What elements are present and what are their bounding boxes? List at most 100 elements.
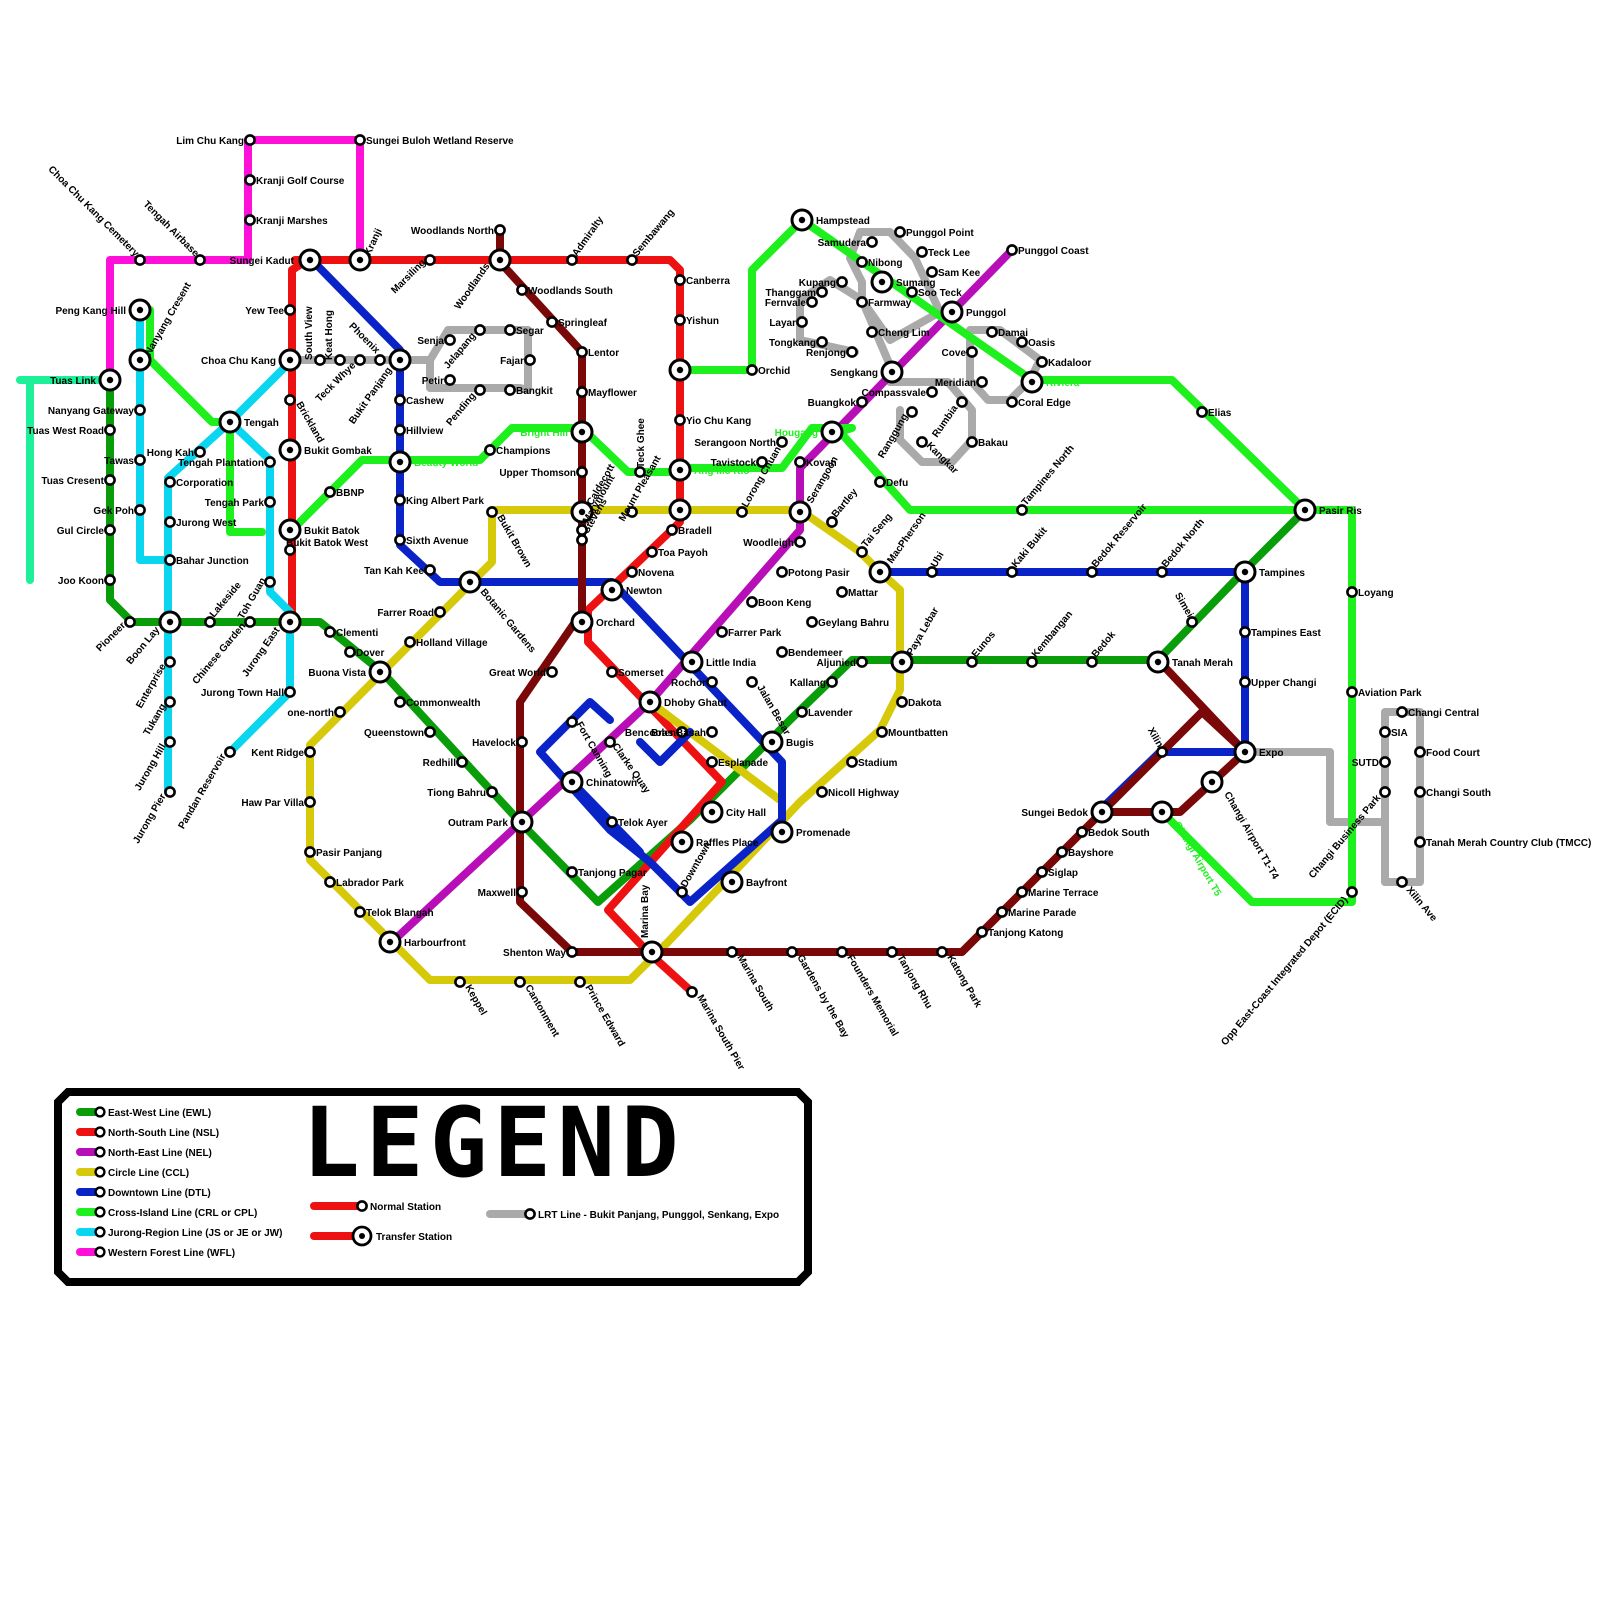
station-nibong[interactable] [857, 257, 866, 266]
station-mayflower[interactable] [577, 387, 586, 396]
station-food-court[interactable] [1415, 747, 1424, 756]
station-springleaf[interactable] [547, 317, 556, 326]
station-soo-teck[interactable] [907, 287, 916, 296]
station-dakota[interactable] [897, 697, 906, 706]
station-sixth-avenue[interactable] [395, 535, 404, 544]
station-bendemeer[interactable] [777, 647, 786, 656]
station-canberra[interactable] [675, 275, 684, 284]
station-fajar[interactable] [525, 355, 534, 364]
station-kupang[interactable] [837, 277, 846, 286]
station-nanyang-gateway[interactable] [135, 405, 144, 414]
station-lavender[interactable] [797, 707, 806, 716]
station-tanah-merah-country-club-tmcc[interactable] [1415, 837, 1424, 846]
station-bukit-brown[interactable] [487, 507, 496, 516]
station-choa-chu-kang-cemetery[interactable] [135, 255, 144, 264]
station-tongkang[interactable] [817, 337, 826, 346]
station-jurong-town-hall[interactable] [285, 687, 294, 696]
station-thanggam[interactable] [817, 287, 826, 296]
station-downtown[interactable] [677, 887, 686, 896]
station-compassvale[interactable] [927, 387, 936, 396]
station-tukang[interactable] [165, 697, 174, 706]
station-coral-edge[interactable] [1007, 397, 1016, 406]
station-samudera[interactable] [867, 237, 876, 246]
station-pasir-panjang[interactable] [305, 847, 314, 856]
station-prince-edward[interactable] [575, 977, 584, 986]
station-lim-chu-kang[interactable] [245, 135, 254, 144]
station-cashew[interactable] [395, 395, 404, 404]
station-redhill[interactable] [457, 757, 466, 766]
station-tampines-north[interactable] [1017, 505, 1026, 514]
station-jurong-pier[interactable] [165, 787, 174, 796]
station-havelock[interactable] [517, 737, 526, 746]
station-marymount[interactable] [577, 525, 586, 534]
station-katong-park[interactable] [937, 947, 946, 956]
station-jurong-hill[interactable] [165, 737, 174, 746]
station-gul-circle[interactable] [105, 525, 114, 534]
station-hong-kah[interactable] [195, 447, 204, 456]
station-phoenix[interactable] [375, 355, 384, 364]
station-tanjong-pagar[interactable] [567, 867, 576, 876]
station-dover[interactable] [345, 647, 354, 656]
station-kaki-bukit[interactable] [1007, 567, 1016, 576]
station-tuas-west-road[interactable] [105, 425, 114, 434]
station-ranggung[interactable] [907, 407, 916, 416]
station-gardens-by-the-bay[interactable] [787, 947, 796, 956]
station-meridian[interactable] [977, 377, 986, 386]
station-upper-thomson[interactable] [577, 467, 586, 476]
station-loyang[interactable] [1347, 587, 1356, 596]
station-lentor[interactable] [577, 347, 586, 356]
station-brickland[interactable] [285, 395, 294, 404]
station-marina-south[interactable] [727, 947, 736, 956]
station-bartley[interactable] [827, 517, 836, 526]
station-haw-par-villa[interactable] [305, 797, 314, 806]
station-aljunied[interactable] [857, 657, 866, 666]
station-jurong-west[interactable] [165, 517, 174, 526]
station-bedok-reservoir[interactable] [1087, 567, 1096, 576]
station-bakau[interactable] [967, 437, 976, 446]
station-tavistock[interactable] [757, 457, 766, 466]
station-serangoon-north[interactable] [777, 437, 786, 446]
station-lakeside[interactable] [205, 617, 214, 626]
station-shenton-way[interactable] [567, 947, 576, 956]
station-sia[interactable] [1380, 727, 1389, 736]
station-rochor[interactable] [707, 677, 716, 686]
station-bedok-north[interactable] [1157, 567, 1166, 576]
station-aviation-park[interactable] [1347, 687, 1356, 696]
station-yishun[interactable] [675, 315, 684, 324]
station-tiong-bahru[interactable] [487, 787, 496, 796]
station-petir[interactable] [445, 375, 454, 384]
station-simei[interactable] [1187, 617, 1196, 626]
station-marina-south-pier[interactable] [687, 987, 696, 996]
station-founders-memorial[interactable] [837, 947, 846, 956]
station-damai[interactable] [987, 327, 996, 336]
station-tengah-plantation[interactable] [265, 457, 274, 466]
station-kallang[interactable] [827, 677, 836, 686]
station-somerset[interactable] [607, 667, 616, 676]
station-novena[interactable] [627, 567, 636, 576]
station-yio-chu-kang[interactable] [675, 415, 684, 424]
station-one-north[interactable] [335, 707, 344, 716]
station-clementi[interactable] [325, 627, 334, 636]
station-jelapang[interactable] [475, 325, 484, 334]
station-tampines-east[interactable] [1240, 627, 1249, 636]
station-teck-whye[interactable] [355, 355, 364, 364]
station-keppel[interactable] [455, 977, 464, 986]
station-marsiling[interactable] [425, 255, 434, 264]
station-geylang-bahru[interactable] [807, 617, 816, 626]
station-kembangan[interactable] [1027, 657, 1036, 666]
station-queenstown[interactable] [425, 727, 434, 736]
station-farrer-road[interactable] [435, 607, 444, 616]
station-king-albert-park[interactable] [395, 495, 404, 504]
station-bbnp[interactable] [325, 487, 334, 496]
station-kent-ridge[interactable] [305, 747, 314, 756]
station-marine-parade[interactable] [997, 907, 1006, 916]
station-defu[interactable] [875, 477, 884, 486]
station-opp-east-coast-integrated-depot-ecid[interactable] [1347, 887, 1356, 896]
station-bradell[interactable] [667, 525, 676, 534]
station-jalan-besar[interactable] [747, 677, 756, 686]
station-maxwell[interactable] [517, 887, 526, 896]
station-cantonment[interactable] [515, 977, 524, 986]
station-stevens[interactable] [577, 535, 586, 544]
station-tengah-park[interactable] [265, 497, 274, 506]
station-bedok[interactable] [1087, 657, 1096, 666]
